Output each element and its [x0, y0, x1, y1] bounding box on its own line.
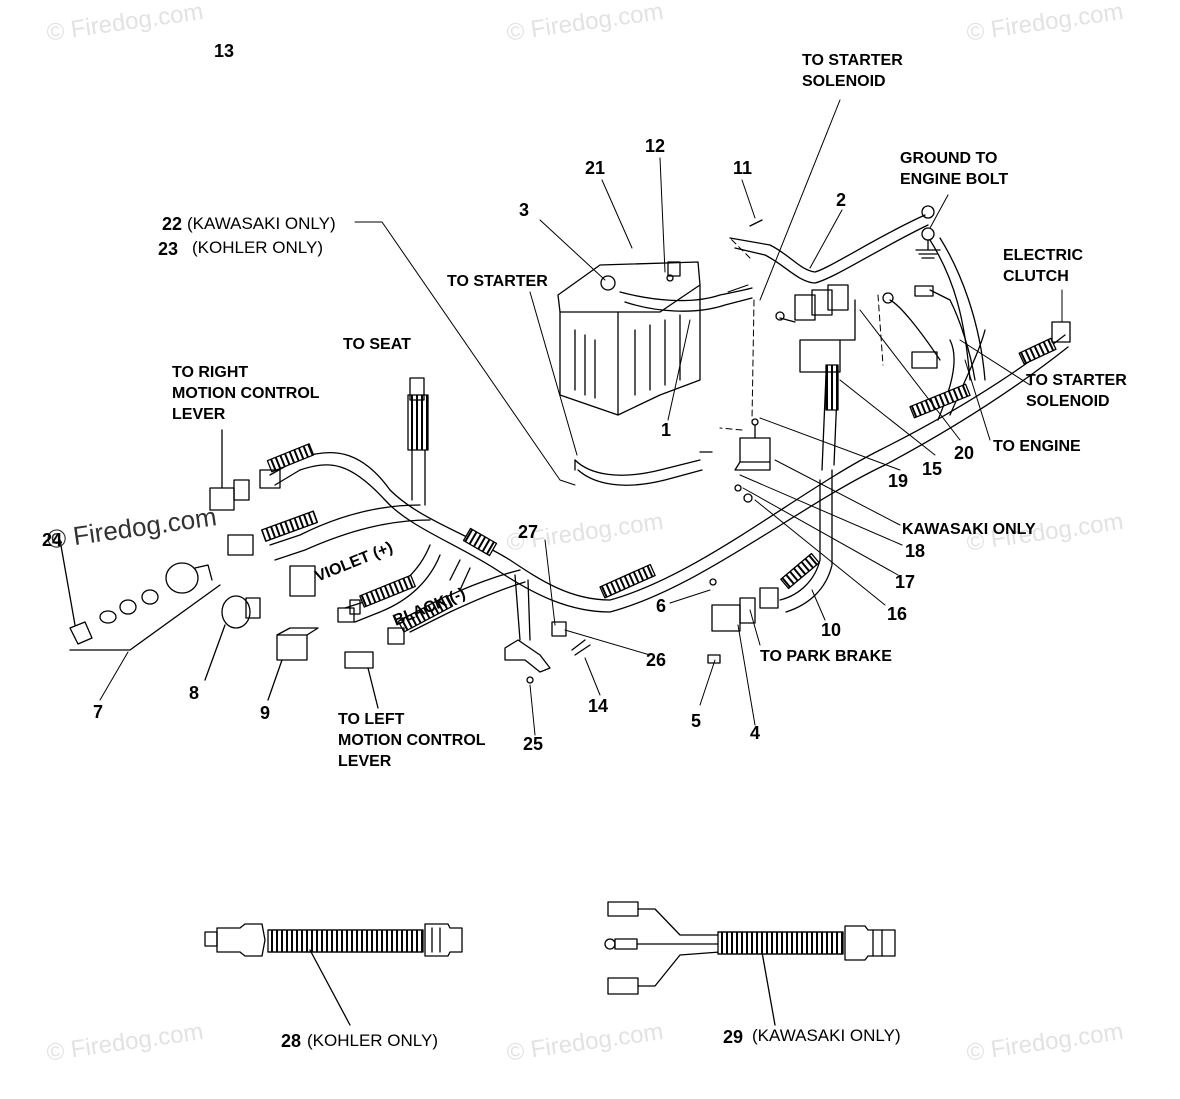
- park-brake-switch: [707, 578, 779, 664]
- callout-23: 23: [158, 239, 179, 259]
- callout-28: 28: [281, 1031, 302, 1051]
- label-to-seat: TO SEAT: [343, 336, 411, 353]
- callout-14: 14: [588, 696, 609, 716]
- note-28: (KOHLER ONLY): [307, 1031, 438, 1050]
- callout-11: 11: [733, 158, 753, 178]
- callout-29: 29: [723, 1027, 744, 1047]
- callout-17: 17: [895, 572, 916, 592]
- callout-18: 18: [905, 541, 926, 561]
- label-to-starter-solenoid-right: TO STARTER SOLENOID: [1026, 372, 1127, 410]
- callout-8: 8: [189, 683, 200, 703]
- callout-6: 6: [656, 596, 667, 616]
- label-to-starter: TO STARTER: [447, 273, 548, 290]
- callout-12: 12: [645, 136, 666, 156]
- part-9-switch: [267, 565, 319, 701]
- relay-block: [775, 284, 856, 373]
- callout-21: 21: [585, 158, 606, 178]
- switch-19: [734, 418, 771, 503]
- label-to-park-brake: TO PARK BRAKE: [760, 648, 892, 665]
- note-23: (KOHLER ONLY): [192, 238, 323, 257]
- label-electric-clutch: ELECTRIC CLUTCH: [1003, 247, 1083, 285]
- callout-20: 20: [954, 443, 975, 463]
- callout-5: 5: [691, 711, 702, 731]
- callout-15: 15: [922, 459, 943, 479]
- callout-16: 16: [887, 604, 908, 624]
- note-29: (KAWASAKI ONLY): [752, 1026, 901, 1045]
- label-ground-to-engine-bolt: GROUND TO ENGINE BOLT: [900, 150, 1009, 188]
- battery: [557, 261, 701, 416]
- label-to-left-motion-control-lever: TO LEFT MOTION CONTROL LEVER: [338, 711, 486, 770]
- violet-black-connectors: [337, 599, 405, 709]
- cable-2: [729, 205, 935, 284]
- label-to-engine: TO ENGINE: [993, 438, 1081, 455]
- callout-7: 7: [93, 702, 104, 722]
- ground-bracket: [504, 621, 591, 684]
- callout-25: 25: [523, 734, 544, 754]
- part-8-switch: [204, 595, 261, 681]
- callout-22: 22: [162, 214, 183, 234]
- harness-29: [604, 901, 896, 1026]
- callout-1: 1: [661, 420, 672, 440]
- battery-cable: [574, 287, 753, 486]
- main-harness: [260, 329, 1069, 641]
- label-kawasaki-only: KAWASAKI ONLY: [902, 521, 1036, 538]
- callout-10: 10: [821, 620, 842, 640]
- ignition-switch-parts: [59, 539, 221, 651]
- note-22: (KAWASAKI ONLY): [187, 214, 336, 233]
- callout-26: 26: [646, 650, 667, 670]
- leader-lines: [99, 99, 1063, 736]
- label-to-starter-solenoid-top: TO STARTER SOLENOID: [802, 52, 903, 90]
- callout-24: 24: [42, 530, 63, 550]
- engine-wires: [882, 237, 1071, 381]
- harness-28: [204, 923, 463, 1026]
- callout-2: 2: [836, 190, 847, 210]
- right-lever-connector: [209, 429, 281, 556]
- callout-4: 4: [750, 723, 761, 743]
- callout-3: 3: [519, 200, 530, 220]
- ground-symbol: [915, 227, 941, 259]
- callout-13: 13: [214, 41, 235, 61]
- callout-27: 27: [518, 522, 539, 542]
- seat-connector: [409, 377, 425, 401]
- callout-9: 9: [260, 703, 271, 723]
- callout-19: 19: [888, 471, 909, 491]
- label-to-right-motion-control-lever: TO RIGHT MOTION CONTROL LEVER: [172, 364, 320, 423]
